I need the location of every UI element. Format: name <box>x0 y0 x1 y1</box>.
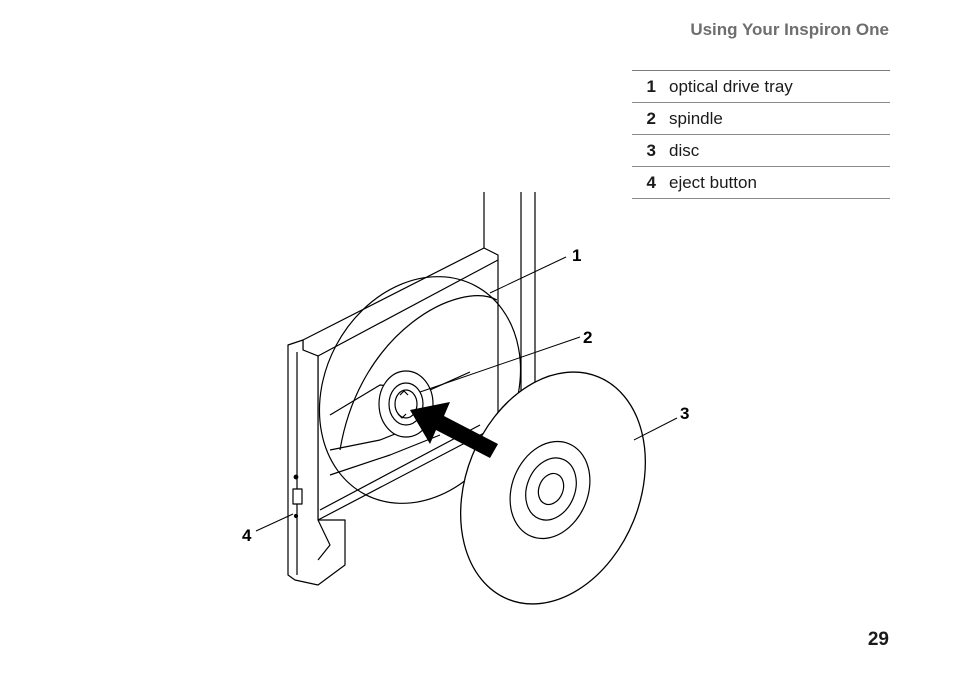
legend-number: 3 <box>646 140 656 160</box>
legend-number: 2 <box>646 108 656 128</box>
legend-row-eject-button: 4 eject button <box>632 167 890 199</box>
callout-2: 2 <box>583 328 592 347</box>
legend-label: eject button <box>669 172 757 192</box>
drive-front-bezel <box>287 339 346 586</box>
eject-button <box>292 474 303 519</box>
callout-3: 3 <box>680 404 689 423</box>
running-header: Using Your Inspiron One <box>690 20 889 39</box>
insert-direction-arrow <box>410 402 498 458</box>
legend-number: 1 <box>646 76 656 96</box>
legend-label: spindle <box>669 108 723 128</box>
callout-legend-table: 1 optical drive tray 2 spindle 3 disc 4 … <box>632 70 890 199</box>
callout-4: 4 <box>242 526 252 545</box>
legend-label: optical drive tray <box>669 76 793 96</box>
disc <box>460 371 646 605</box>
legend-label: disc <box>669 140 700 160</box>
callout-leader-lines <box>255 256 678 532</box>
legend-row-disc: 3 disc <box>632 135 890 167</box>
legend-number: 4 <box>646 172 656 192</box>
legend-row-spindle: 2 spindle <box>632 103 890 135</box>
callout-1: 1 <box>572 246 581 265</box>
legend-row-optical-drive-tray: 1 optical drive tray <box>632 71 890 103</box>
page-number: 29 <box>867 629 889 650</box>
